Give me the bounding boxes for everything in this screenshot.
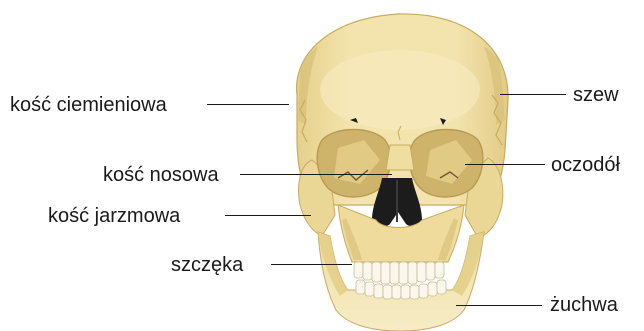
leader-suture — [500, 94, 566, 95]
label-zygomatic-bone: kość jarzmowa — [48, 206, 180, 226]
leader-mandible — [456, 305, 542, 306]
leader-parietal-bone — [207, 104, 289, 105]
leader-maxilla — [271, 264, 352, 265]
upper-teeth — [354, 262, 444, 284]
leader-zygomatic-bone — [225, 215, 311, 216]
label-maxilla: szczęka — [171, 255, 243, 275]
label-parietal-bone: kość ciemieniowa — [10, 95, 167, 115]
nasal-bone — [386, 145, 414, 170]
label-mandible: żuchwa — [550, 295, 618, 315]
leader-nasal-bone — [240, 174, 392, 175]
label-orbit: oczodół — [551, 155, 620, 175]
leader-orbit — [465, 164, 545, 165]
label-nasal-bone: kość nosowa — [103, 165, 219, 185]
frontal-highlight — [320, 50, 480, 130]
label-suture: szew — [573, 85, 619, 105]
